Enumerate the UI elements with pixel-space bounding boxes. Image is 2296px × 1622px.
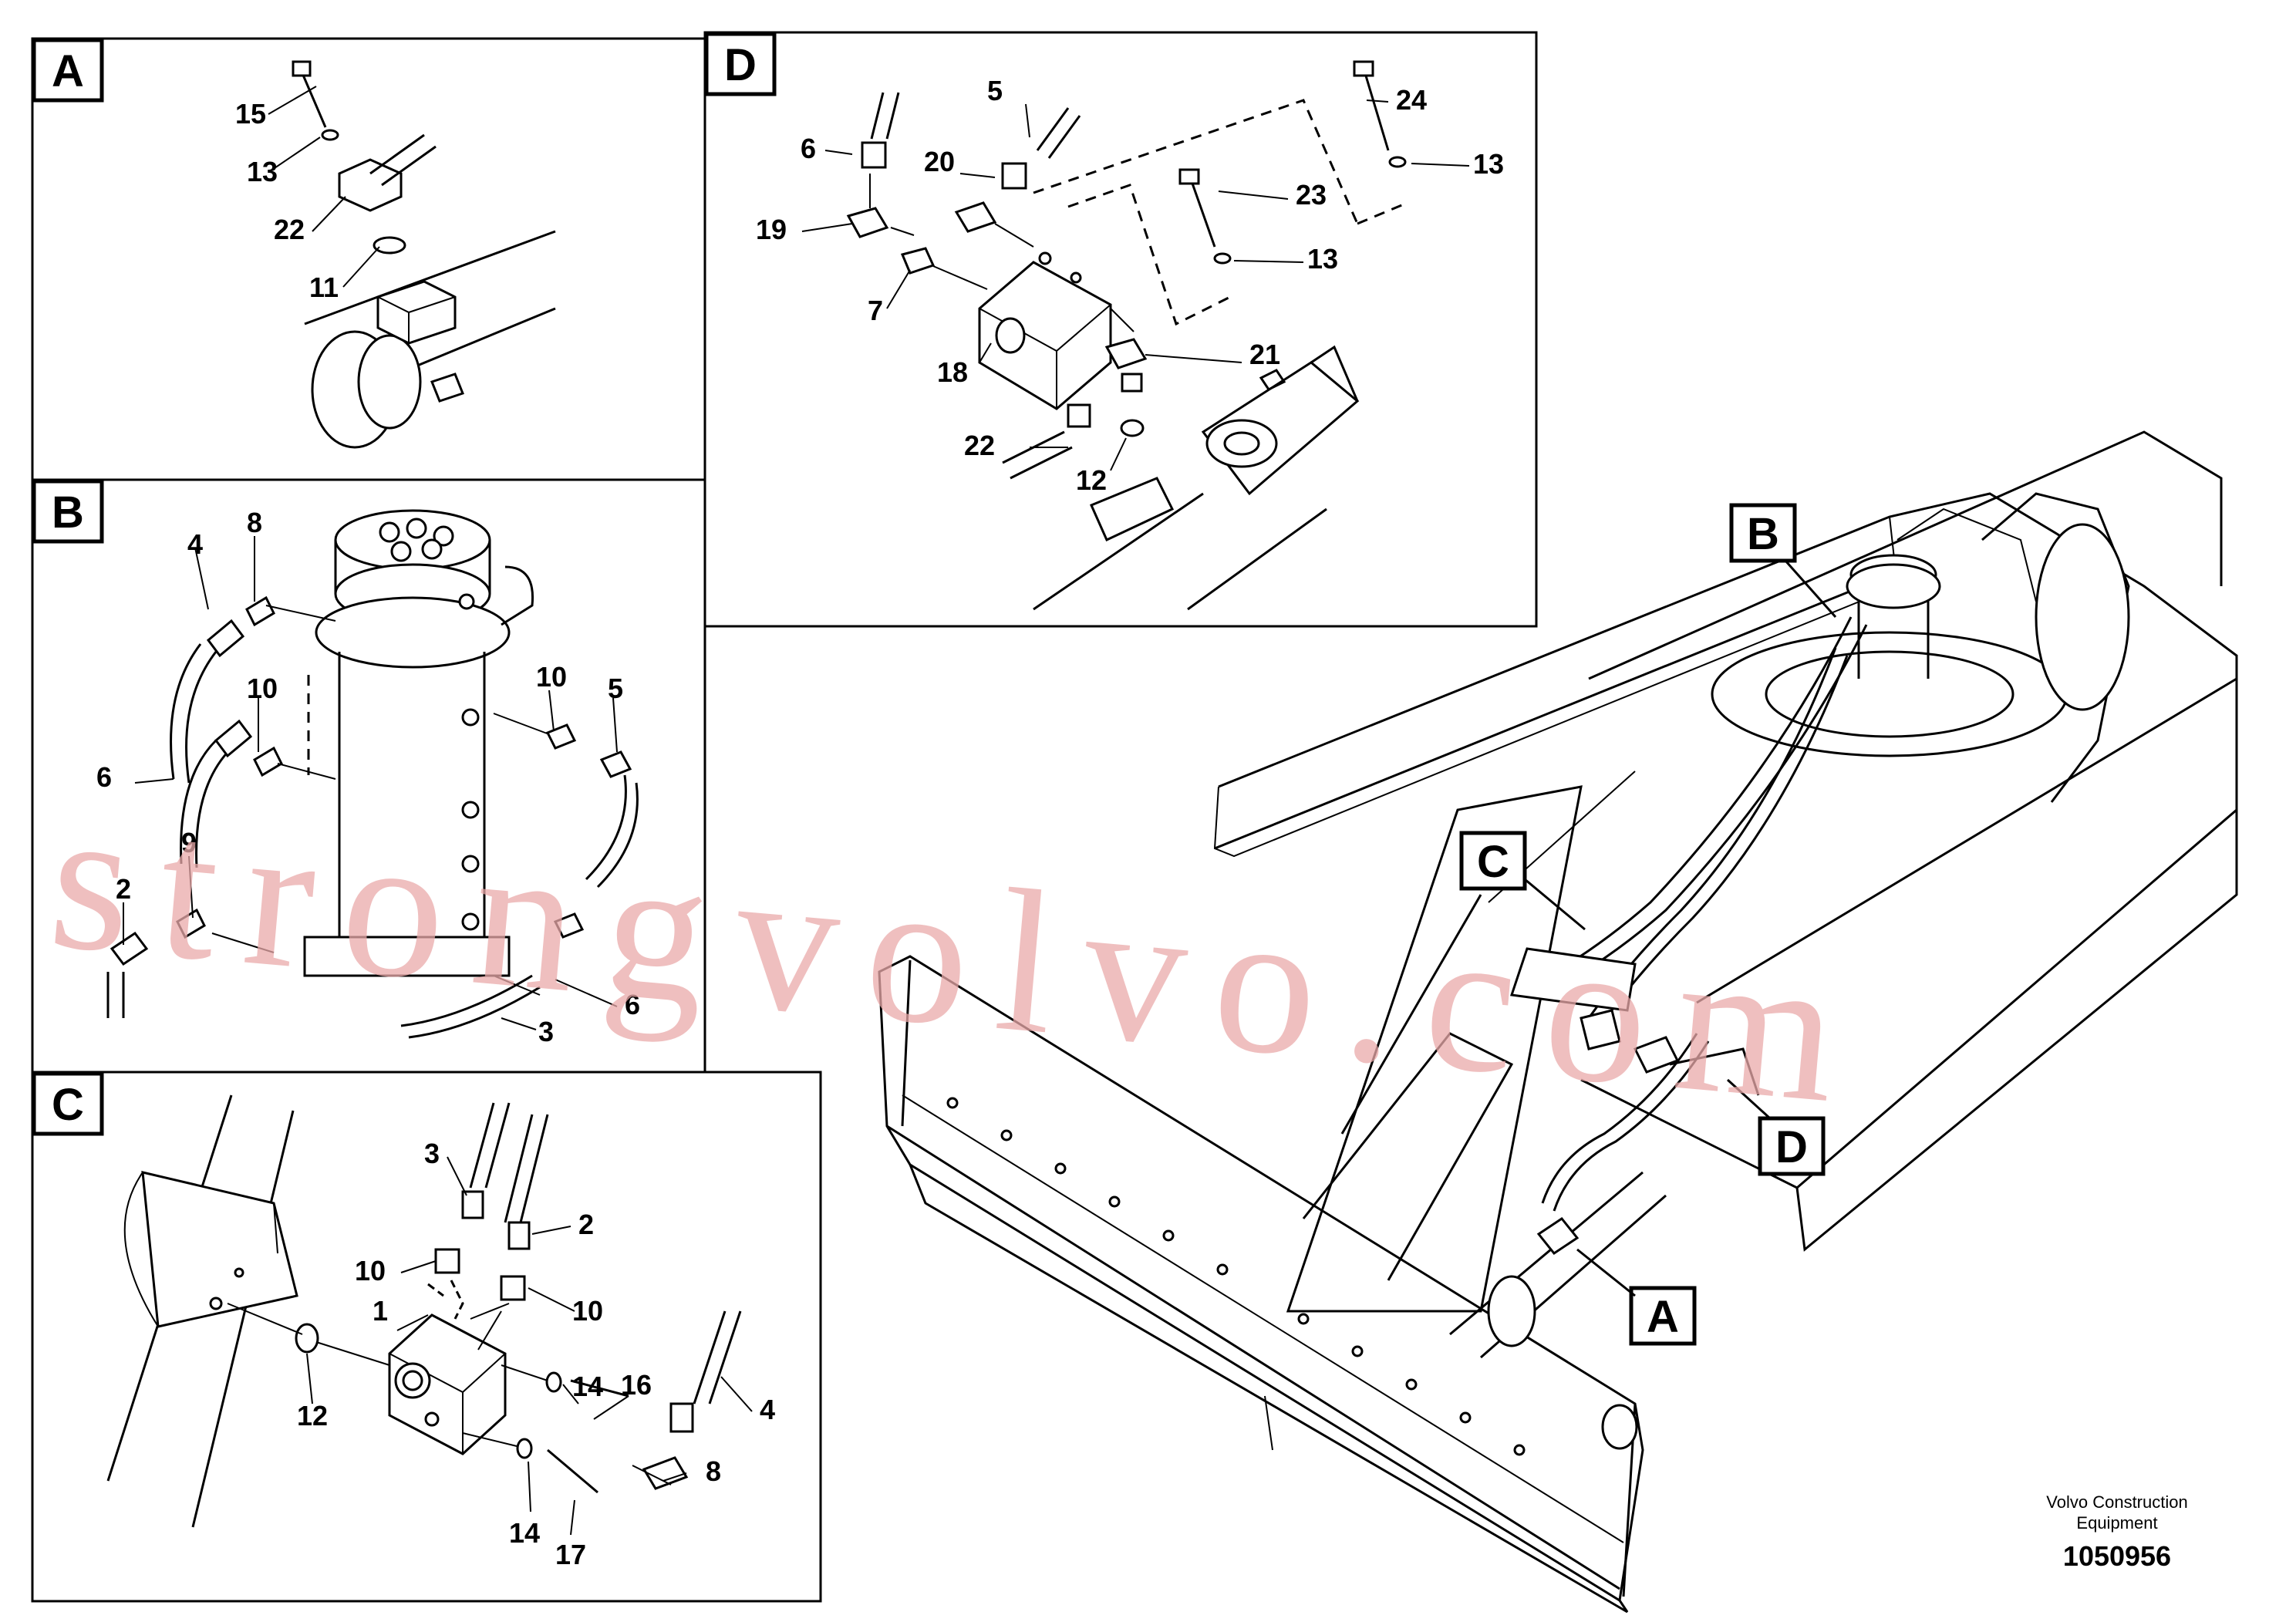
callout-c-4: 4 [760, 1394, 775, 1425]
panel-a-tag: A [52, 46, 84, 96]
callout-a-15: 15 [235, 98, 266, 130]
overview-tag-d-box [1758, 1116, 1826, 1176]
overview-drawing [878, 430, 2238, 1614]
callout-b-3: 3 [538, 1016, 554, 1047]
callout-a-22: 22 [274, 214, 305, 245]
callout-d-18: 18 [937, 356, 968, 388]
overview-tag-b: B [1747, 509, 1779, 559]
callout-b-6-right: 6 [625, 989, 640, 1020]
callout-d-13-top: 13 [1473, 148, 1504, 180]
panel-c-frame [31, 1071, 822, 1603]
panel-frames [31, 31, 1538, 1603]
callout-c-14-bottom: 14 [509, 1517, 540, 1549]
callout-d-13-mid: 13 [1307, 243, 1338, 275]
callout-b-10-right: 10 [536, 661, 567, 693]
panel-d-tag-box [704, 32, 777, 96]
callout-d-20: 20 [924, 146, 955, 177]
callout-b-8: 8 [247, 507, 262, 538]
callout-d-5: 5 [987, 75, 1003, 106]
callout-b-6-left: 6 [96, 761, 112, 793]
panel-b-tag-box [32, 479, 104, 544]
overview-tag-a-box [1629, 1286, 1697, 1346]
panel-b-tag: B [52, 487, 84, 538]
callout-c-8: 8 [706, 1455, 721, 1487]
overview-tag-b-box [1729, 503, 1797, 563]
callout-d-6: 6 [801, 133, 816, 164]
panel-a-tag-box [32, 38, 104, 103]
callout-c-1: 1 [373, 1295, 388, 1327]
callout-b-4: 4 [187, 528, 203, 560]
panel-d-frame [703, 31, 1538, 628]
callout-c-2: 2 [578, 1209, 594, 1240]
footer: Volvo Construction Equipment 1050956 [2046, 1492, 2187, 1572]
footer-company-line2: Equipment [2076, 1513, 2157, 1533]
callout-d-12: 12 [1076, 464, 1107, 496]
panel-c-drawing: 3 2 10 10 1 14 16 4 12 8 14 17 [106, 1094, 775, 1570]
callout-d-24: 24 [1396, 84, 1427, 116]
panel-c-tag: C [52, 1080, 84, 1130]
panel-d-tag: D [724, 40, 757, 90]
panel-b-drawing: 8 4 10 10 5 6 2 9 3 6 [96, 507, 640, 1047]
callout-c-10-right: 10 [572, 1295, 603, 1327]
panel-tags: A B C D [32, 32, 777, 1136]
panel-a-drawing: 15 13 22 11 [235, 60, 556, 449]
callout-b-10-left: 10 [247, 673, 278, 704]
callout-c-10-left: 10 [355, 1255, 386, 1286]
callout-b-5: 5 [608, 673, 623, 704]
callout-c-3: 3 [424, 1138, 440, 1169]
callout-a-11: 11 [309, 271, 339, 303]
overview-tag-c: C [1477, 837, 1509, 887]
callout-b-2: 2 [116, 873, 131, 905]
callout-c-17: 17 [555, 1539, 586, 1570]
callout-c-16: 16 [621, 1369, 652, 1401]
panel-c-tag-box [32, 1071, 104, 1136]
callout-d-23: 23 [1296, 179, 1327, 211]
callout-d-21: 21 [1249, 339, 1280, 370]
overview-tags: B C D A [1459, 503, 1837, 1346]
callout-c-14-top: 14 [572, 1371, 603, 1402]
overview-tag-d: D [1775, 1122, 1808, 1172]
callout-d-22: 22 [964, 430, 995, 461]
panel-d-drawing: 5 6 20 24 13 19 23 13 7 18 21 22 12 [756, 60, 1504, 611]
overview-tag-c-box [1459, 831, 1527, 891]
callout-a-13: 13 [247, 156, 278, 187]
callout-d-19: 19 [756, 214, 787, 245]
drawing-number: 1050956 [2063, 1540, 2171, 1572]
overview-tag-a: A [1647, 1292, 1679, 1342]
callout-d-7: 7 [868, 295, 883, 326]
callout-c-12: 12 [297, 1400, 328, 1431]
callout-b-9: 9 [181, 827, 197, 858]
footer-company: Volvo Construction [2046, 1492, 2187, 1512]
